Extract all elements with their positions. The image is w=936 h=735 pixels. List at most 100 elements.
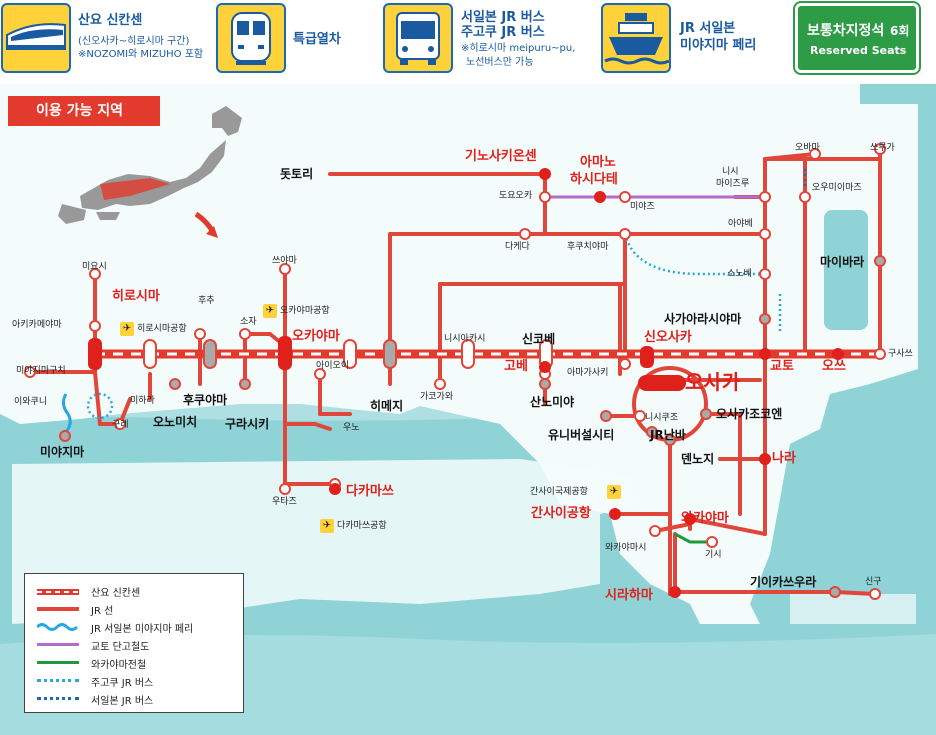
limited-express-title: 특급열차	[293, 32, 341, 47]
legend-swatch	[37, 607, 79, 611]
station-fukuyama: 후쿠야마	[183, 393, 228, 407]
legend-ferry: JR 서일본 미야지마 페리	[37, 618, 237, 635]
legend-shinkansen: 산요 신칸센	[37, 582, 237, 599]
station-otsu: 오쓰	[822, 359, 846, 374]
reserved-seats-count: 6회	[890, 24, 910, 38]
station-shirahama: 시라하마	[605, 588, 653, 603]
station-miyoshi: 미요시	[82, 262, 107, 272]
station-kiikatsuura: 기이카쓰우라	[750, 575, 817, 589]
legend-label: JR 서일본 미야지마 페리	[91, 624, 194, 635]
legend-west-bus: 서일본 JR 버스	[37, 690, 237, 707]
ferry-title-1: JR 서일본	[680, 21, 736, 36]
bus-title-west: 서일본 JR 버스	[461, 10, 545, 25]
station-nishikujo: 니시쿠조	[645, 413, 679, 423]
station-nishimaizuru-1: 니시	[722, 167, 739, 177]
coverage-area-label: 이용 가능 지역	[8, 96, 160, 126]
station-wakayama: 와카야마	[681, 511, 729, 526]
station-tottori: 돗토리	[280, 167, 314, 181]
ferry-icon	[601, 3, 671, 73]
station-kansai-airport: 간사이공항	[531, 506, 591, 521]
station-onomichi: 오노미치	[153, 415, 198, 429]
station-kurashiki: 구라시키	[225, 417, 270, 431]
legend-swatch	[37, 643, 79, 646]
station-miyajima: 미야지마	[40, 445, 85, 459]
station-tsuyama: 쓰야마	[272, 256, 297, 266]
station-kobe: 고베	[504, 359, 528, 374]
legend-swatch	[37, 623, 79, 631]
airport-hiroshima: 히로시마공항	[137, 324, 187, 334]
station-takamatsu: 다카마쓰	[346, 484, 394, 499]
limited-express-icon	[216, 3, 286, 73]
legend-label: 산요 신칸센	[91, 588, 141, 599]
station-kusatsu: 구사쓰	[888, 349, 913, 359]
legend-swatch	[37, 661, 79, 664]
station-nishimaizuru-2: 마이즈루	[716, 179, 750, 189]
reserved-seats-subtitle: Reserved Seats	[810, 44, 907, 57]
shinkansen-icon	[1, 3, 71, 73]
station-fukuchiyama: 후쿠치야마	[567, 242, 609, 252]
station-kyoto: 교토	[770, 359, 794, 374]
station-utazu: 우타즈	[272, 497, 297, 507]
station-universal-city: 유니버설시티	[548, 428, 615, 442]
ferry-title-2: 미야지마 페리	[680, 38, 757, 53]
station-amagasaki: 아마가사키	[567, 368, 609, 378]
legend-label: 와카야마전철	[91, 660, 147, 671]
station-tennoji: 덴노지	[681, 452, 715, 466]
station-nishiakashi: 니시아카시	[444, 334, 486, 344]
station-sannomiya: 산노미야	[530, 395, 575, 409]
station-hiroshima: 히로시마	[112, 289, 160, 304]
station-takeda: 다케다	[505, 242, 530, 252]
reserved-seats-title: 보통차지정석	[807, 23, 885, 39]
shinkansen-section: (신오사카~히로시마 구간)	[78, 36, 190, 47]
legend-label: JR 선	[91, 606, 114, 617]
reserved-seats-badge: 보통차지정석 6회 Reserved Seats	[793, 1, 921, 75]
station-himeji: 히메지	[370, 399, 404, 413]
legend-wakayama: 와카야마전철	[37, 654, 237, 671]
airport-icon: ✈	[320, 519, 334, 533]
airport-icon: ✈	[263, 304, 277, 318]
station-jr-namba: JR난바	[650, 428, 686, 442]
airport-kansai: 간사이국제공항	[530, 487, 588, 497]
station-amanohashidate-2: 하시다테	[570, 172, 618, 187]
station-omiimaizu: 오우미이마즈	[812, 183, 862, 193]
station-wakayamashi: 와카야마시	[605, 543, 647, 553]
legend-swatch	[37, 589, 79, 595]
station-fuchu: 후추	[198, 296, 215, 306]
bus-note-2: 노선버스만 가능	[466, 57, 534, 68]
station-amanohashidate-1: 아마노	[580, 155, 616, 170]
station-maibara: 마이바라	[820, 255, 865, 269]
station-osakajokoen: 오사카조코엔	[716, 407, 783, 421]
rail-map: 이용 가능 지역 히로시마 오카야마 고베 신오사카 오사카 교토 오쓰 나라 …	[0, 84, 936, 735]
shinkansen-note: ※NOZOMI와 MIZUHO 포함	[78, 49, 204, 60]
station-tsuruga: 쓰루가	[870, 143, 895, 153]
station-obama: 오바마	[795, 143, 820, 153]
station-miyajimaguchi: 미야지마구치	[16, 366, 66, 376]
legend-swatch	[37, 679, 79, 682]
station-sagaarashiyama: 사가아라시야마	[664, 312, 742, 326]
station-shingu: 신구	[865, 577, 882, 587]
bus-icon	[383, 3, 453, 73]
station-kakogawa: 가코가와	[420, 392, 454, 402]
station-ayabe: 아야베	[728, 219, 753, 229]
airport-takamatsu: 다카마쓰공항	[337, 521, 387, 531]
station-miyazu: 미야즈	[630, 202, 655, 212]
station-kishi: 기시	[705, 550, 722, 560]
station-shinosaka: 신오사카	[644, 330, 692, 345]
legend-chugoku-bus: 주고쿠 JR 버스	[37, 672, 237, 689]
station-kinosakionsen: 기노사키온센	[465, 149, 537, 164]
station-iwakuni: 이와쿠니	[14, 397, 48, 407]
airport-okayama: 오카야마공항	[280, 306, 330, 316]
airport-icon: ✈	[120, 322, 134, 336]
station-aioi: 아이오이	[316, 361, 350, 371]
legend-label: 교토 단고철도	[91, 642, 150, 653]
shinkansen-title: 산요 신칸센	[78, 13, 143, 28]
legend-tango: 교토 단고철도	[37, 636, 237, 653]
legend-label: 주고쿠 JR 버스	[91, 678, 154, 689]
station-osaka: 오사카	[685, 370, 741, 394]
station-soja: 소자	[240, 317, 257, 327]
rail-map-canvas	[0, 84, 936, 735]
legend-label: 서일본 JR 버스	[91, 696, 154, 707]
station-toyooka: 도요오카	[499, 191, 533, 201]
station-sonobe: 소노베	[727, 269, 752, 279]
station-akikameyama: 아키카메야마	[12, 320, 62, 330]
